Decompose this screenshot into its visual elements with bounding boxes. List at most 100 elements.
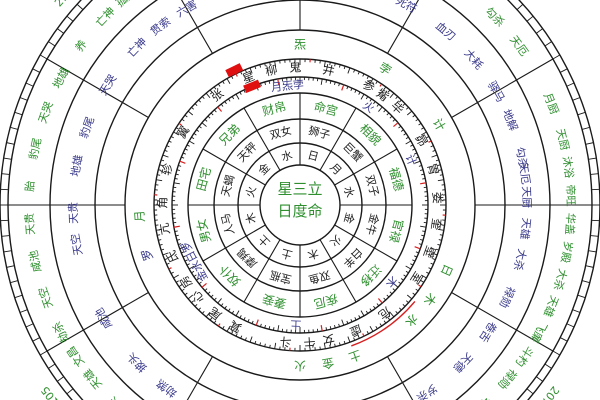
spirit-green-label: 沐浴 xyxy=(560,156,576,180)
red-marker xyxy=(243,79,261,94)
spirit-green-label: 孤辰 xyxy=(114,0,139,10)
palace-label: 男女 xyxy=(193,217,214,244)
planet-marker-outer: 日 xyxy=(438,262,456,279)
sign-label: 狮子 xyxy=(307,124,332,142)
chart-spokes xyxy=(8,0,592,400)
planet-marker-outer: 炁 xyxy=(294,38,306,52)
spirit-blue-label: 天雄 xyxy=(518,217,534,240)
sign-label: 宝瓶 xyxy=(268,268,293,287)
spirit-blue-label: 地雄 xyxy=(68,154,86,178)
inner-star-label: 木 xyxy=(244,211,259,225)
spirit-green-label: 斗杓 xyxy=(513,344,537,370)
spirit-green-label: 大杀 xyxy=(551,267,571,292)
inner-star-label: 木 xyxy=(306,246,320,261)
planet-marker-outer: 计 xyxy=(430,116,448,133)
planet-marker-outer: 木 xyxy=(421,290,439,308)
spirit-blue-label: 死符 xyxy=(394,0,420,16)
sign-label: 双女 xyxy=(268,123,293,142)
palace-label: 妻妾 xyxy=(261,291,288,312)
sign-label: 双鱼 xyxy=(307,268,332,287)
lunar-mansion-label: 女 xyxy=(321,331,336,348)
spirit-green-label: 月厨 xyxy=(541,91,561,116)
planet-marker-outer: 孛 xyxy=(376,60,394,78)
lunar-mansion-label: 牛 xyxy=(303,335,316,351)
lunar-mansion-label: 亢 xyxy=(156,222,173,236)
spirit-green-label: 天哭 xyxy=(36,100,56,125)
spirit-green-label: 天厄 xyxy=(507,33,530,58)
planet-marker-outer: 罗 xyxy=(139,247,156,263)
lunar-mansion-label: 奎 xyxy=(428,217,445,231)
red-arc xyxy=(351,300,416,347)
spirit-blue-label: 咸池 xyxy=(93,305,115,331)
spirit-green-label: 劫杀 xyxy=(49,319,72,345)
palace-label: 福德 xyxy=(386,166,407,193)
sign-label: 人马 xyxy=(219,212,237,237)
spirit-green-label: 岁殿 xyxy=(558,240,576,264)
palace-label: 财帛 xyxy=(261,99,288,119)
spirit-blue-label: 亡神 xyxy=(124,35,149,61)
spirit-blue-label: 天德 xyxy=(451,350,476,376)
spirit-green-label: 天贵 xyxy=(23,212,38,235)
inner-star-label: 日 xyxy=(306,149,320,164)
spirit-blue-label: 禄勋 xyxy=(497,284,519,310)
palace-label: 疾厄 xyxy=(312,291,339,312)
planet-marker-inner: 土 xyxy=(290,318,301,331)
lunar-mansion-label: 鬼 xyxy=(289,59,302,74)
spirit-blue-label: 披头 xyxy=(124,350,149,376)
spirit-green-label: 帝旺 xyxy=(563,184,578,206)
lunar-mansion-label: 柳 xyxy=(264,62,279,78)
spirit-green-label: 养 xyxy=(72,37,90,54)
sign-label: 金牛 xyxy=(363,212,382,237)
planet-marker-outer: 金 xyxy=(321,355,335,372)
spirit-blue-label: 驿马 xyxy=(485,79,507,105)
year-label: 2105 xyxy=(38,384,65,400)
planet-marker-inner: 计 xyxy=(403,153,419,168)
spirit-blue-label: 三刑 xyxy=(210,0,235,2)
lunar-mansion-label: 参 xyxy=(360,76,378,95)
spirit-green-label: 天厨 xyxy=(553,127,571,151)
inner-star-label: 月 xyxy=(327,161,344,178)
planet-marker-outer: 水 xyxy=(402,311,420,329)
chart-center: 星三立 日度命 xyxy=(277,180,322,220)
lunar-mansion-label: 井 xyxy=(321,62,336,78)
spirit-blue-label: 卷舌 xyxy=(476,319,500,345)
spirit-green-label: 勾杀 xyxy=(468,394,494,400)
palace-label: 官禄 xyxy=(386,217,407,244)
lunar-mansion-label: 娄 xyxy=(430,191,446,204)
planet-marker-inner: 月炁孛 xyxy=(270,78,304,94)
spirit-blue-label: 天厄 xyxy=(516,162,532,186)
spirit-blue-label: 地解 xyxy=(500,107,521,133)
lunar-mansion-label: 室 xyxy=(407,269,426,287)
spirit-green-label: 华盖 xyxy=(563,212,579,235)
spirit-green-label: 咸池 xyxy=(27,249,44,273)
inner-star-label: 金 xyxy=(255,160,273,178)
spirit-blue-label: 大杀 xyxy=(511,248,530,273)
spirit-blue-label: 豹尾 xyxy=(77,115,97,140)
lunar-mansion-label: 轸 xyxy=(159,162,176,177)
planet-marker-outer: 火 xyxy=(294,359,306,373)
lunar-mansion-label: 虚 xyxy=(348,322,365,340)
spirit-green-label: 勾杀 xyxy=(482,4,507,30)
spirit-green-label: 文昌 xyxy=(63,344,87,370)
red-marker xyxy=(225,63,244,78)
spirit-blue-label: 大耗 xyxy=(461,46,486,72)
inner-star-label: 火 xyxy=(327,232,344,249)
inner-star-label: 火 xyxy=(244,185,259,199)
center-line-1: 星三立 xyxy=(277,180,322,198)
lunar-mansion-label: 箕 xyxy=(227,317,244,335)
inner-star-label: 水 xyxy=(280,149,294,164)
inner-star-label: 土 xyxy=(256,232,273,249)
planet-marker-outer: 月 xyxy=(132,210,147,223)
inner-star-label: 土 xyxy=(280,246,294,261)
spirit-blue-label: 贯索 xyxy=(147,14,173,39)
center-line-2: 日度命 xyxy=(277,202,322,220)
spirit-green-label: 天雄 xyxy=(80,366,105,392)
palace-label: 命宫 xyxy=(312,98,339,119)
spirit-blue-label: 勾杀 xyxy=(513,146,531,170)
sign-label: 双子 xyxy=(363,173,381,198)
spirit-blue-label: 天厨 xyxy=(519,186,533,208)
spirit-blue-label: 岁杀 xyxy=(414,381,440,400)
spirit-green-label: 天雄 xyxy=(541,294,562,320)
